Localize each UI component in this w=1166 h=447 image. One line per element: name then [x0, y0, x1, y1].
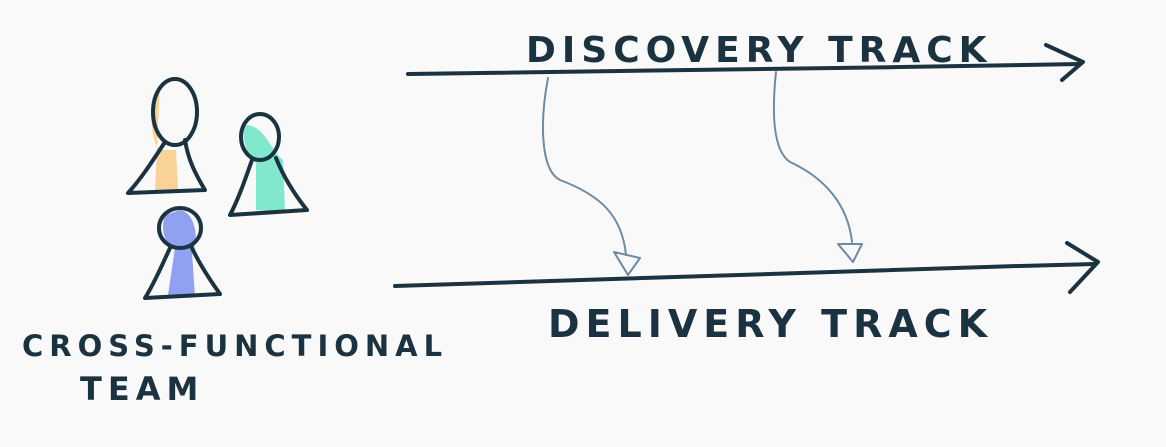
discovery-track-arrow — [406, 43, 1085, 82]
person-head — [157, 206, 203, 250]
delivery-track-label: DELIVERY TRACK — [548, 302, 993, 346]
delivery-track-arrowhead — [1065, 241, 1100, 294]
handoff-line — [542, 77, 627, 256]
discovery-track-label: DISCOVERY TRACK — [526, 30, 993, 71]
delivery-track-line — [393, 262, 1097, 288]
team-label-line1: CROSS-FUNCTIONAL — [22, 329, 448, 363]
discovery-track-line — [406, 62, 1082, 76]
person-icon — [228, 112, 309, 217]
person-fill — [243, 125, 285, 212]
handoff-arrowhead — [613, 251, 641, 276]
person-head — [239, 112, 281, 162]
person-fill — [163, 210, 196, 297]
person-fill — [151, 85, 178, 192]
person-body — [143, 246, 222, 300]
handoff-arrow — [542, 77, 641, 276]
person-body — [228, 156, 309, 217]
handoff-arrowhead — [837, 243, 863, 263]
handoff-line — [772, 71, 853, 243]
person-icon — [126, 77, 207, 195]
discovery-track-arrowhead — [1044, 43, 1085, 82]
delivery-track-arrow — [393, 241, 1100, 294]
person-body — [126, 138, 207, 195]
person-icon — [143, 206, 222, 300]
person-head — [151, 77, 199, 147]
team-label-line2: TEAM — [80, 370, 204, 408]
handoff-arrow — [772, 71, 863, 263]
